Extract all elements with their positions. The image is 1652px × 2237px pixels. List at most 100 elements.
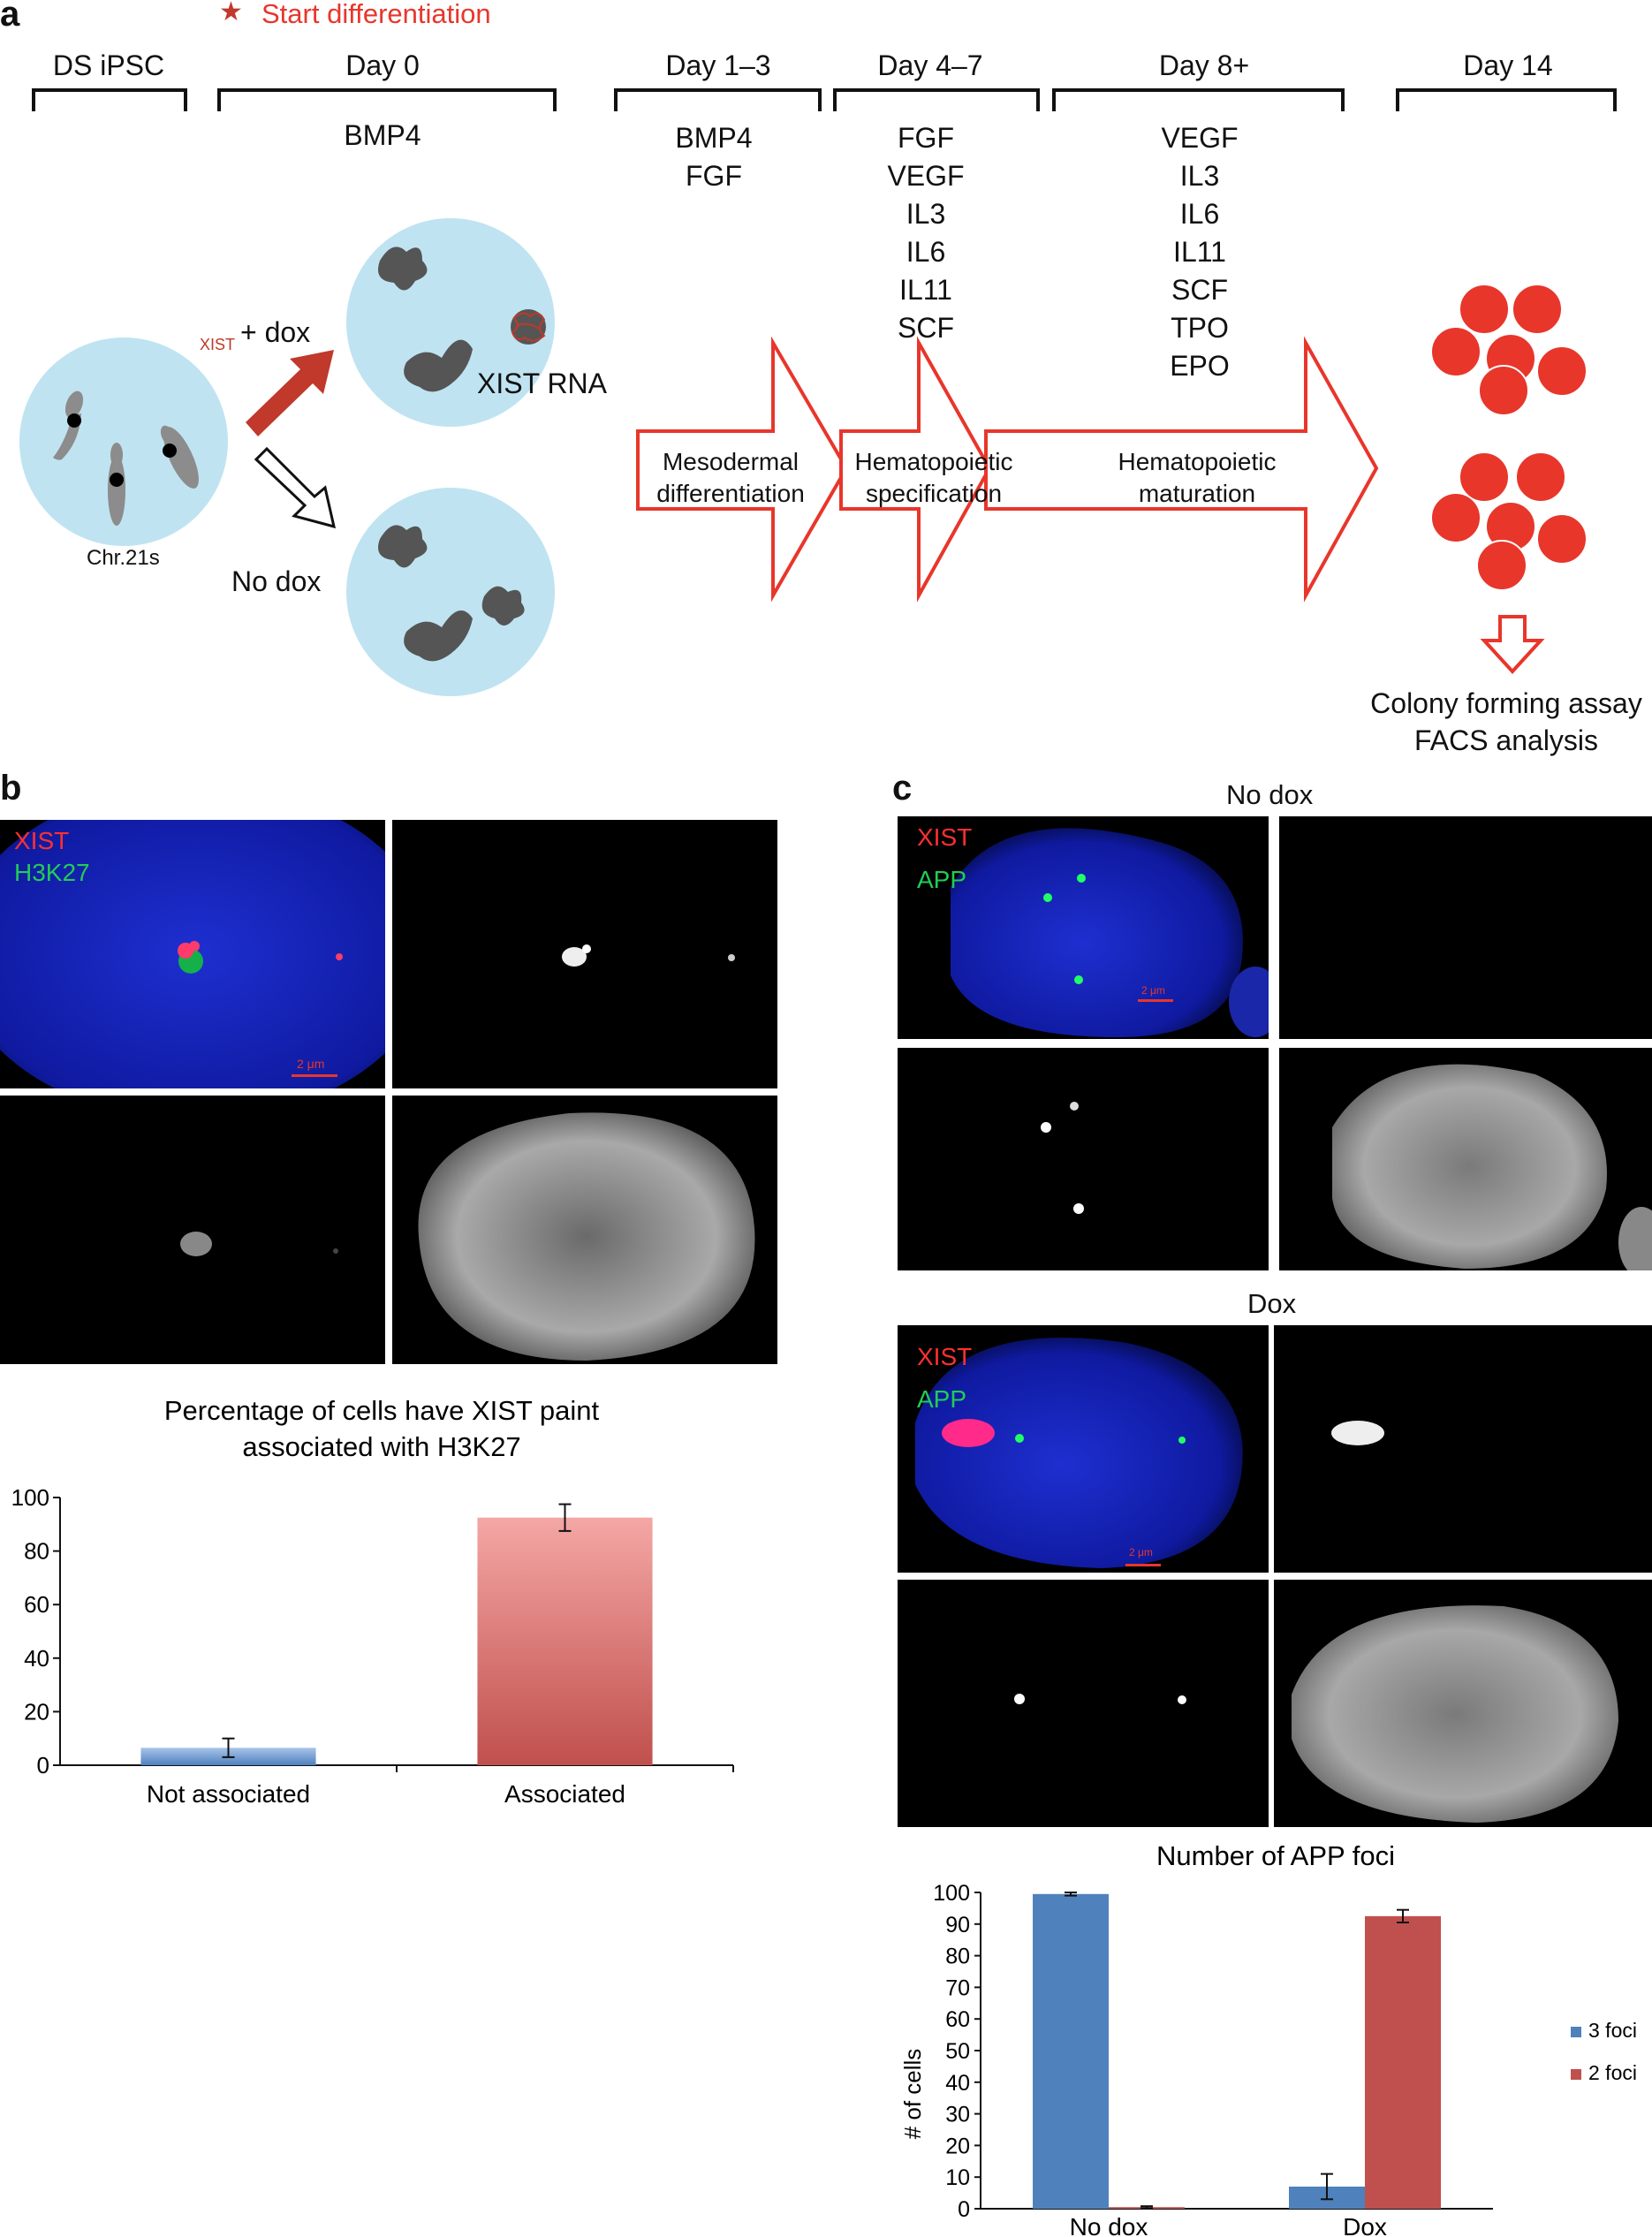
c-dox-app-channel-image bbox=[898, 1580, 1269, 1827]
chart-c-legend-label: 2 foci bbox=[1588, 2061, 1637, 2084]
factor-item: VEGF bbox=[887, 160, 965, 192]
chart-c-y-tick-label: 100 bbox=[933, 1881, 970, 1906]
factor-item: IL11 bbox=[899, 274, 952, 306]
assay-line: FACS analysis bbox=[1413, 724, 1599, 756]
stage-day-1-3: Day 1–3 bbox=[665, 49, 771, 81]
arrow2-line: specification bbox=[865, 480, 1003, 507]
chart-b-y-tick-label: 40 bbox=[24, 1645, 49, 1672]
stage-day-4-7: Day 4–7 bbox=[877, 49, 983, 81]
chart-c-legend-label: 3 foci bbox=[1588, 2019, 1637, 2042]
chart-b-bar bbox=[477, 1517, 653, 1765]
chart-b-y-tick-label: 80 bbox=[24, 1538, 49, 1565]
b-dapi-channel-image bbox=[392, 1096, 777, 1364]
no-dox-label: No dox bbox=[231, 565, 322, 597]
arrow3-text: Hematopoietic maturation bbox=[1104, 446, 1290, 510]
chart-b-y-tick-label: 100 bbox=[11, 1484, 49, 1511]
chart-c-y-tick-label: 80 bbox=[945, 1945, 970, 1969]
b-xist-channel-image bbox=[392, 820, 777, 1088]
c-nodox-merge-image: XIST APP 2 μm bbox=[898, 816, 1269, 1039]
assay-line: Colony forming assay bbox=[1370, 687, 1642, 719]
chart-c-bar bbox=[1033, 1893, 1109, 2209]
c-no-dox-title: No dox bbox=[1226, 779, 1314, 810]
c-nodox-dapi-channel-image bbox=[1279, 1048, 1652, 1270]
chart-c-y-tick-label: 40 bbox=[945, 2071, 970, 2096]
c-dox-xist-label: XIST bbox=[917, 1343, 973, 1370]
factor-item: IL6 bbox=[906, 236, 946, 268]
cell-diagram bbox=[19, 218, 555, 696]
chart-c-y-tick-label: 10 bbox=[945, 2165, 970, 2190]
c-nodox-xist-channel-image bbox=[1279, 816, 1652, 1039]
chart-c-y-tick-label: 20 bbox=[945, 2134, 970, 2158]
c-dox-title: Dox bbox=[1247, 1288, 1297, 1319]
chart-c-bar bbox=[1365, 1915, 1441, 2209]
c-dox-xist-channel-image bbox=[1274, 1325, 1652, 1573]
chart-b-category-label: Not associated bbox=[147, 1780, 310, 1808]
factor-item: IL11 bbox=[1173, 236, 1226, 268]
c-nodox-scale-label: 2 μm bbox=[1141, 984, 1165, 997]
chart-c-y-tick-label: 0 bbox=[958, 2197, 970, 2222]
process-arrows bbox=[636, 336, 1379, 603]
chart-b-title-line2: associated with H3K27 bbox=[242, 1431, 520, 1462]
b-scale-label: 2 μm bbox=[297, 1057, 325, 1071]
chart-c-y-tick-label: 60 bbox=[945, 2007, 970, 2032]
no-dox-arrow-icon bbox=[254, 446, 337, 529]
chart-b-y-tick-label: 60 bbox=[24, 1591, 49, 1618]
factors-day8: VEGF IL3 IL6 IL11 SCF TPO EPO bbox=[1129, 119, 1270, 385]
chart-c-y-tick-label: 50 bbox=[945, 2039, 970, 2064]
panel-b-letter: b bbox=[0, 769, 22, 808]
arrow1-line: Mesodermal bbox=[662, 448, 799, 475]
xist-rna-label: XIST RNA bbox=[477, 368, 607, 399]
no-dox-cell bbox=[346, 488, 555, 696]
chart-c-y-tick-label: 90 bbox=[945, 1913, 970, 1937]
factor-item: EPO bbox=[1170, 350, 1230, 382]
c-dox-scale-label: 2 μm bbox=[1129, 1546, 1153, 1558]
factor-item: SCF bbox=[898, 312, 954, 344]
arrow1-line: differentiation bbox=[656, 480, 805, 507]
panel-c-letter: c bbox=[892, 769, 913, 808]
arrow-mesodermal-icon bbox=[636, 336, 849, 603]
start-star-icon: ★ bbox=[219, 0, 243, 27]
chart-c-legend-swatch bbox=[1571, 2069, 1581, 2080]
start-differentiation-label: Start differentiation bbox=[261, 0, 491, 29]
chart-b-y-tick-label: 0 bbox=[37, 1752, 49, 1778]
chart-c-category-label: Dox bbox=[1343, 2213, 1387, 2237]
chart-c-ylabel: # of cells bbox=[899, 2049, 926, 2140]
c-dox-app-label: APP bbox=[917, 1385, 967, 1413]
stage-day-8: Day 8+ bbox=[1158, 49, 1250, 81]
c-dox-dapi-channel-image bbox=[1274, 1580, 1652, 1827]
arrow-specification-icon bbox=[839, 336, 992, 603]
chart-b-y-tick-label: 20 bbox=[24, 1698, 49, 1725]
chart-c-y-tick-label: 30 bbox=[945, 2103, 970, 2127]
factor-item: TPO bbox=[1171, 312, 1229, 344]
c-nodox-app-label: APP bbox=[917, 866, 967, 893]
stage-brackets bbox=[32, 88, 1617, 111]
factor-item: BMP4 bbox=[675, 122, 753, 154]
chr21-label: Chr.21s bbox=[87, 546, 160, 570]
plus-dox-arrow-icon bbox=[246, 350, 334, 436]
factors-day1-3: BMP4 FGF bbox=[643, 119, 784, 195]
chart-b-category-label: Associated bbox=[504, 1780, 625, 1808]
b-h3k27-channel-image bbox=[0, 1096, 385, 1364]
assay-text: Colony forming assay FACS analysis bbox=[1360, 685, 1652, 759]
chart-c-title: Number of APP foci bbox=[1156, 1840, 1395, 1871]
b-merge-image: XIST H3K27 2 μm bbox=[0, 820, 385, 1088]
chart-c-y-tick-label: 70 bbox=[945, 1975, 970, 2000]
factor-item: VEGF bbox=[1161, 122, 1239, 154]
factor-item: FGF bbox=[898, 122, 954, 154]
factor-day0-bmp4: BMP4 bbox=[344, 119, 421, 151]
c-nodox-app-channel-image bbox=[898, 1048, 1269, 1270]
ipsc-cell bbox=[19, 337, 228, 546]
arrow1-text: Mesodermal differentiation bbox=[638, 446, 823, 510]
chart-c-category-label: No dox bbox=[1070, 2213, 1148, 2237]
c-dox-merge-image: XIST APP 2 μm bbox=[898, 1325, 1269, 1573]
factor-item: FGF bbox=[686, 160, 742, 192]
b-h3k27-label: H3K27 bbox=[14, 859, 90, 886]
chart-c-legend-swatch bbox=[1571, 2027, 1581, 2037]
arrow-maturation-icon bbox=[984, 336, 1379, 603]
factors-day4-7: FGF VEGF IL3 IL6 IL11 SCF bbox=[855, 119, 997, 347]
arrow2-line: Hematopoietic bbox=[854, 448, 1013, 475]
factor-item: IL3 bbox=[906, 198, 946, 230]
arrow2-text: Hematopoietic specification bbox=[841, 446, 1027, 510]
factor-item: IL3 bbox=[1179, 160, 1220, 192]
factor-item: SCF bbox=[1171, 274, 1228, 306]
